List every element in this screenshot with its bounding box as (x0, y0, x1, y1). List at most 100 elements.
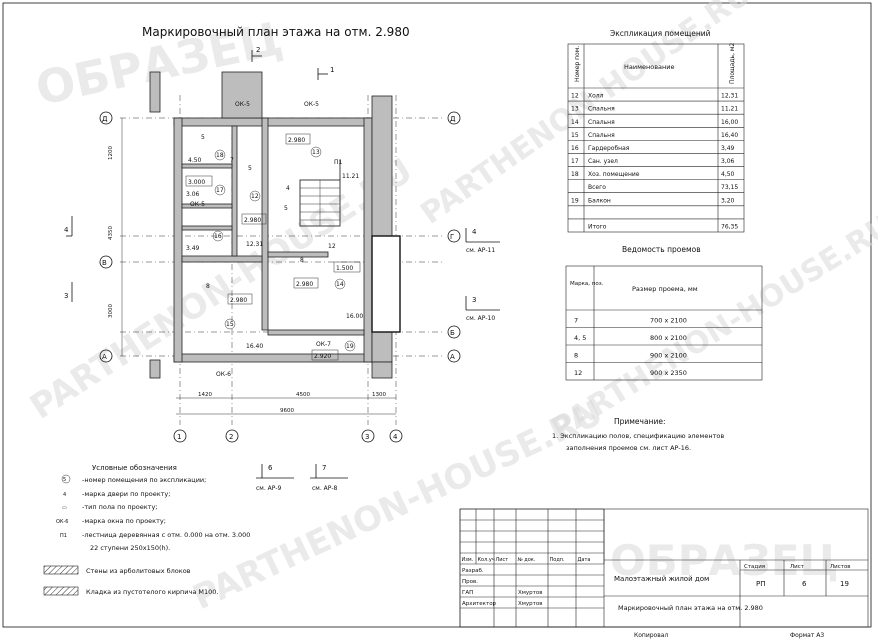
section-4-label: 4 (472, 228, 477, 236)
stamp-role-0: Разраб. (462, 568, 484, 574)
door-mark-7: 8 (206, 283, 210, 290)
section-6-ref: см. АР-9 (256, 485, 282, 492)
explication-cell-1-1: Спальня (588, 106, 615, 113)
room-18-num: 18 (216, 152, 224, 159)
explication-cell-4-1: Гардеробная (588, 145, 630, 152)
explication-header-num: Номер пом. (574, 46, 581, 82)
axis-g-right: Г (450, 233, 454, 241)
explication-title: Экспликация помещений (610, 29, 711, 38)
openings-cell-2-1: 900 x 2100 (650, 352, 687, 360)
stamp-stage-header: Стадия (744, 564, 765, 570)
room-15-num: 15 (226, 321, 234, 328)
window-ok5-left: ОК-5 (190, 201, 205, 208)
note-line-2: заполнения проемов см. лист АР-16. (566, 444, 691, 452)
legend-symbol-stair: П1 (60, 533, 67, 539)
room-16-area: 3.49 (186, 245, 200, 252)
openings-cell-2-0: 8 (574, 352, 578, 360)
stamp-sheets-total: 19 (840, 580, 849, 588)
explication-cell-2-2: 16,00 (721, 119, 738, 126)
explication-cell-2-1: Спальня (588, 119, 615, 126)
axis-d-right: Д (450, 115, 456, 123)
explication-cell-10-1: Итого (588, 224, 607, 231)
legend-hatch-brick: Кладка из пустотелого кирпича М100. (86, 588, 219, 596)
axis-v-left: В (102, 259, 107, 267)
room-14-floor: 2.980 (296, 281, 313, 288)
explication-cell-4-0: 16 (571, 145, 579, 152)
floor-mark-1500: 1.500 (336, 265, 353, 272)
door-mark-8: 12 (328, 243, 336, 250)
openings-cell-3-1: 900 x 2350 (650, 369, 687, 377)
legend-symbol-floor: ▭ (62, 505, 67, 511)
section-4-ref: см. АР-11 (466, 247, 495, 254)
explication-cell-6-0: 18 (571, 171, 579, 178)
room-12-num: 12 (251, 193, 259, 200)
room-19-num: 19 (346, 343, 354, 350)
dim-1300: 1300 (372, 392, 386, 398)
dim-4350: 4350 (108, 226, 114, 240)
drawing-title: Маркировочный план этажа на отм. 2.980 (142, 25, 410, 39)
room-12-floor: 2.980 (244, 217, 261, 224)
stamp-stage: РП (756, 580, 766, 588)
room-17-area: 3.06 (186, 191, 200, 198)
stamp-format: Формат А3 (790, 632, 824, 639)
section-3-label: 3 (472, 296, 476, 304)
explication-cell-8-2: 3,20 (721, 197, 735, 204)
axis-a-left: А (102, 353, 107, 361)
room-17-num: 17 (216, 187, 224, 194)
legend-symbol-door: 4 (63, 492, 66, 498)
section-1-label: 1 (330, 66, 334, 74)
openings-cell-1-0: 4, 5 (574, 334, 586, 342)
openings-cell-0-1: 700 x 2100 (650, 317, 687, 325)
stamp-sheet-number: 6 (802, 580, 807, 588)
stamp-name-2: Хмуртов (518, 590, 542, 596)
section-4-left: 4 (64, 226, 69, 234)
openings-cell-1-1: 800 x 2100 (650, 334, 687, 342)
axis-1: 1 (177, 433, 181, 441)
window-ok6-bottom: ОК-6 (216, 371, 231, 378)
room-16-num: 16 (214, 233, 222, 240)
stamp-header-5: Дата (578, 557, 591, 563)
axis-3: 3 (365, 433, 369, 441)
section-7-ref: см. АР-8 (312, 485, 338, 492)
section-6-label: 6 (268, 464, 273, 472)
stair-mark: П1 (334, 159, 343, 166)
room-13-num: 13 (312, 149, 320, 156)
explication-header-area: Площадь, м2 (729, 43, 736, 84)
legend-door-mark: -марка двери по проекту; (82, 490, 170, 498)
dim-1420: 1420 (198, 392, 212, 398)
stamp-sheet-header: Лист (790, 564, 805, 570)
room-15-area: 16.40 (246, 343, 263, 350)
explication-cell-3-2: 16,40 (721, 132, 738, 139)
stamp-sheets-header: Листов (830, 564, 851, 570)
explication-cell-7-2: 73,15 (721, 184, 738, 191)
legend-symbol-window: ОК-6 (56, 519, 68, 525)
note-line-1: 1. Экспликацию полов, спецификацию элеме… (552, 432, 724, 440)
room-14-area: 16.00 (346, 313, 363, 320)
window-ok7-balcony: ОК-7 (316, 341, 331, 348)
axis-a-right: А (450, 353, 455, 361)
legend-stair-steps: 22 ступени 250х150(h). (90, 544, 170, 552)
room-14-num: 14 (336, 281, 344, 288)
explication-cell-0-1: Холл (588, 93, 604, 100)
openings-title: Ведомость проемов (622, 245, 701, 254)
explication-cell-2-0: 14 (571, 119, 579, 126)
legend-title: Условные обозначения (92, 464, 177, 472)
watermark-obrazec-2: ОБРАЗЕЦ (610, 536, 839, 585)
stamp-copied: Копировал (634, 632, 668, 639)
explication-cell-1-0: 13 (571, 106, 579, 113)
axis-d-left: Д (102, 115, 108, 123)
dim-3000: 3000 (108, 304, 114, 318)
explication-cell-6-1: Хоз. помещение (588, 171, 640, 178)
stamp-header-2: Лист (496, 557, 509, 563)
legend-hatch-walls: Стены из арболитовых блоков (86, 567, 191, 575)
door-mark-4: 4 (286, 185, 290, 192)
note-title: Примечание: (614, 417, 666, 426)
legend-stair: -лестница деревянная с отм. 0.000 на отм… (82, 531, 250, 539)
explication-cell-7-1: Всего (588, 184, 606, 191)
door-mark-3: 7 (230, 157, 234, 164)
stamp-header-3: № док. (518, 557, 536, 563)
stamp-role-1: Пров. (462, 579, 478, 585)
